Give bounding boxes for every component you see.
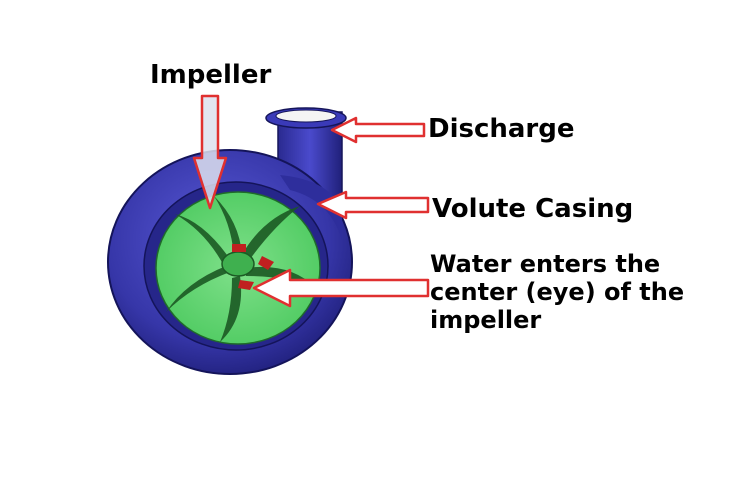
discharge-arrow — [330, 116, 426, 144]
water-enters-label: Water enters the center (eye) of the imp… — [430, 250, 730, 334]
water-enters-line-2: center (eye) of the — [430, 278, 685, 306]
water-enters-arrow — [252, 268, 430, 308]
impeller-arrow — [192, 94, 228, 210]
discharge-label: Discharge — [428, 114, 575, 144]
impeller — [155, 191, 321, 345]
impeller-label: Impeller — [150, 60, 272, 90]
water-enters-line-3: impeller — [430, 306, 542, 334]
volute-arrow — [316, 190, 430, 220]
water-enters-line-1: Water enters the — [430, 250, 661, 278]
volute-casing-label: Volute Casing — [432, 194, 634, 224]
